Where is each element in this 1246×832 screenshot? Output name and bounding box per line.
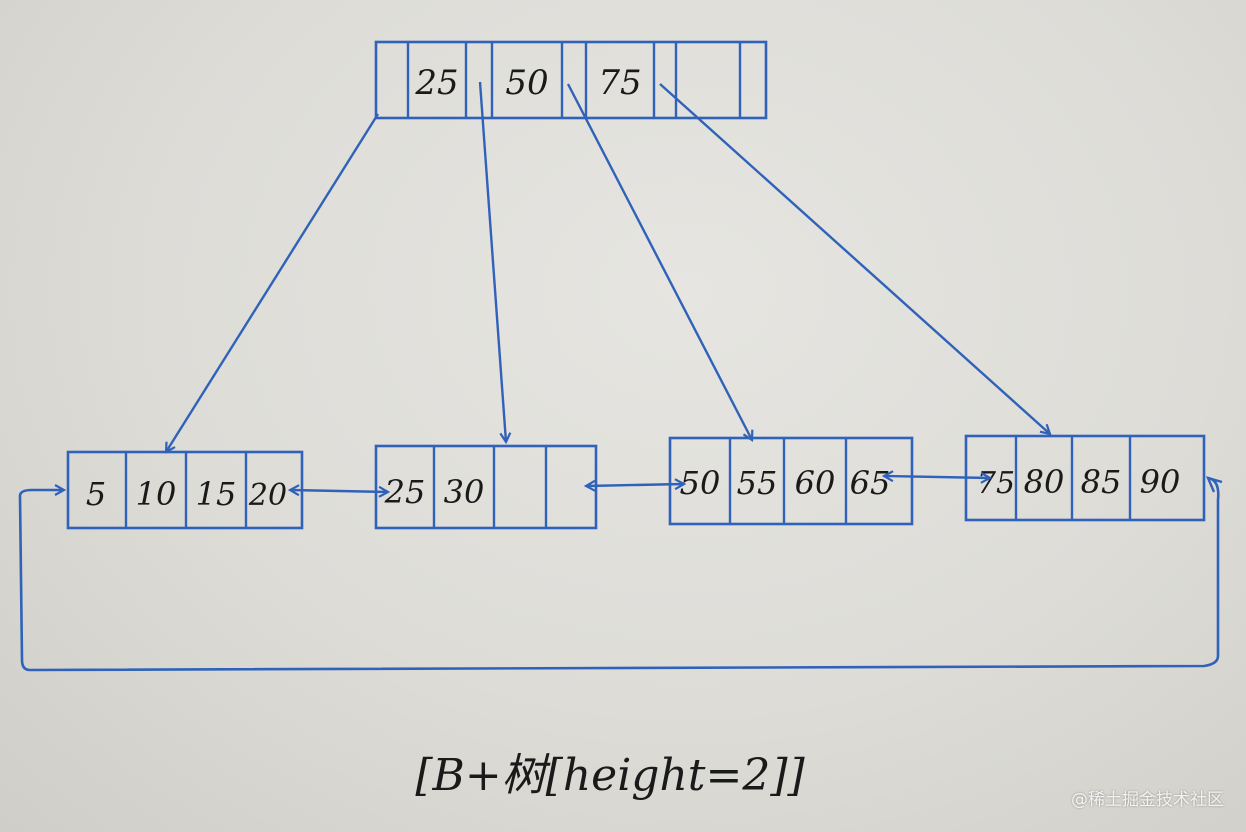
pointer-to-leaf-4 — [659, 83, 1050, 434]
wrap-link-right-arrowhead — [1205, 476, 1223, 493]
root-node-dividers — [406, 42, 742, 118]
leaf-3-key-3: 60 — [795, 464, 836, 502]
root-key-2: 50 — [505, 63, 548, 103]
watermark: @稀土掘金技术社区 — [1071, 790, 1224, 810]
leaf-4-key-2: 80 — [1024, 463, 1065, 501]
leaf-1-key-2: 10 — [136, 475, 177, 513]
leaf-2-key-2: 30 — [444, 473, 485, 511]
leaf-node-4: 75 80 85 90 — [964, 434, 1206, 522]
diagram-caption: [B+树[height=2]] — [415, 750, 805, 801]
leaf-4-key-4: 90 — [1140, 463, 1181, 501]
root-node-outline — [374, 40, 768, 120]
leaf-node-2-dividers — [432, 446, 548, 528]
leaf-1-key-1: 5 — [86, 475, 106, 513]
leaf-node-4-dividers — [1014, 436, 1132, 520]
leaf-sibling-links — [290, 476, 990, 492]
leaf-node-1: 5 10 15 20 — [66, 450, 304, 530]
leaf-node-3-dividers — [728, 438, 848, 524]
circular-wrap-link — [18, 476, 1220, 672]
leaf-node-3: 50 55 60 65 — [668, 436, 914, 526]
leaf-4-key-3: 85 — [1081, 463, 1122, 501]
root-key-1: 25 — [414, 63, 458, 103]
leaf-1-key-3: 15 — [196, 475, 237, 513]
leaf-node-2: 25 30 — [374, 444, 598, 530]
leaf-node-1-dividers — [124, 452, 248, 528]
leaf-4-key-1: 75 — [977, 466, 1015, 501]
leaf-2-key-1: 25 — [384, 473, 426, 511]
link-leaf-1-leaf-2 — [290, 490, 388, 492]
pointer-to-leaf-1 — [166, 113, 380, 452]
pointer-to-leaf-3 — [566, 83, 752, 440]
leaf-3-key-2: 55 — [737, 464, 778, 502]
leaf-3-key-1: 50 — [680, 464, 721, 502]
pointer-to-leaf-2 — [478, 81, 506, 442]
root-key-3: 75 — [598, 63, 641, 103]
root-node: 25 50 75 — [374, 40, 768, 120]
leaf-3-key-4: 65 — [850, 464, 891, 502]
leaf-1-key-4: 20 — [248, 478, 287, 513]
link-leaf-3-leaf-4 — [884, 476, 990, 478]
link-leaf-2-leaf-3 — [586, 484, 684, 486]
root-pointers — [166, 81, 1050, 452]
